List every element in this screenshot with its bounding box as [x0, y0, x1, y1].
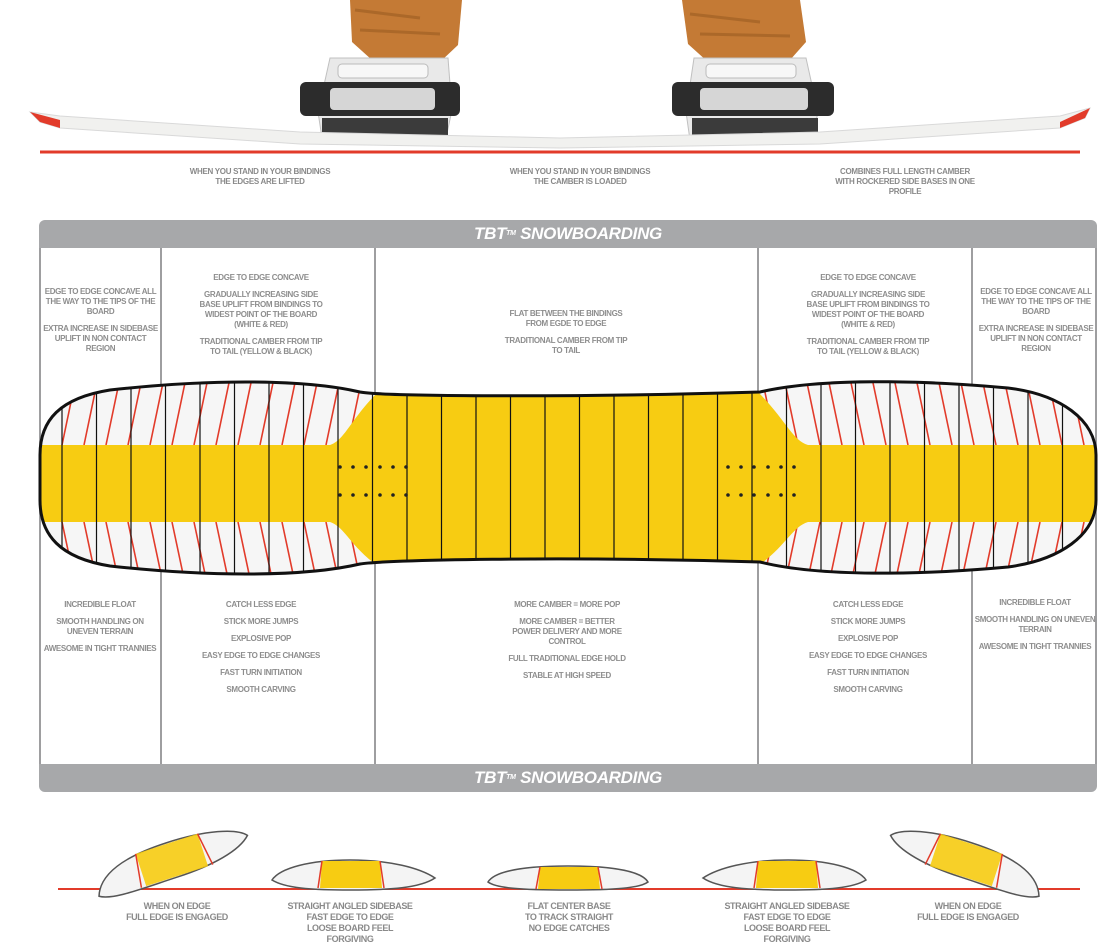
- bottom-banner: TBTTM SNOWBOARDING: [39, 764, 1097, 792]
- col-3-top: FLAT BETWEEN THE BINDINGS FROM EGDE TO E…: [504, 309, 628, 355]
- banner-title-bottom: TBTTM SNOWBOARDING: [474, 768, 662, 787]
- top-banner: TBTTM SNOWBOARDING: [39, 220, 1097, 248]
- banner-title: TBTTM SNOWBOARDING: [474, 224, 662, 243]
- cross-section-1: [98, 830, 249, 898]
- cross-section-5: [889, 830, 1040, 898]
- side-profile-illustration: [28, 0, 1091, 154]
- board-profile: [28, 107, 1091, 154]
- rider-pants: [350, 0, 806, 62]
- col-1-top: EDGE TO EDGE CONCAVE ALL THE WAY TO THE …: [43, 287, 158, 353]
- left-binding: [300, 57, 460, 139]
- binding-inserts: [338, 465, 796, 497]
- cross-section-4: [701, 859, 868, 891]
- right-binding: [672, 57, 834, 141]
- cross-section-2: [270, 859, 437, 891]
- cross-section-3: [487, 865, 649, 891]
- col-5-top: EDGE TO EDGE CONCAVE ALL THE WAY TO THE …: [978, 287, 1094, 353]
